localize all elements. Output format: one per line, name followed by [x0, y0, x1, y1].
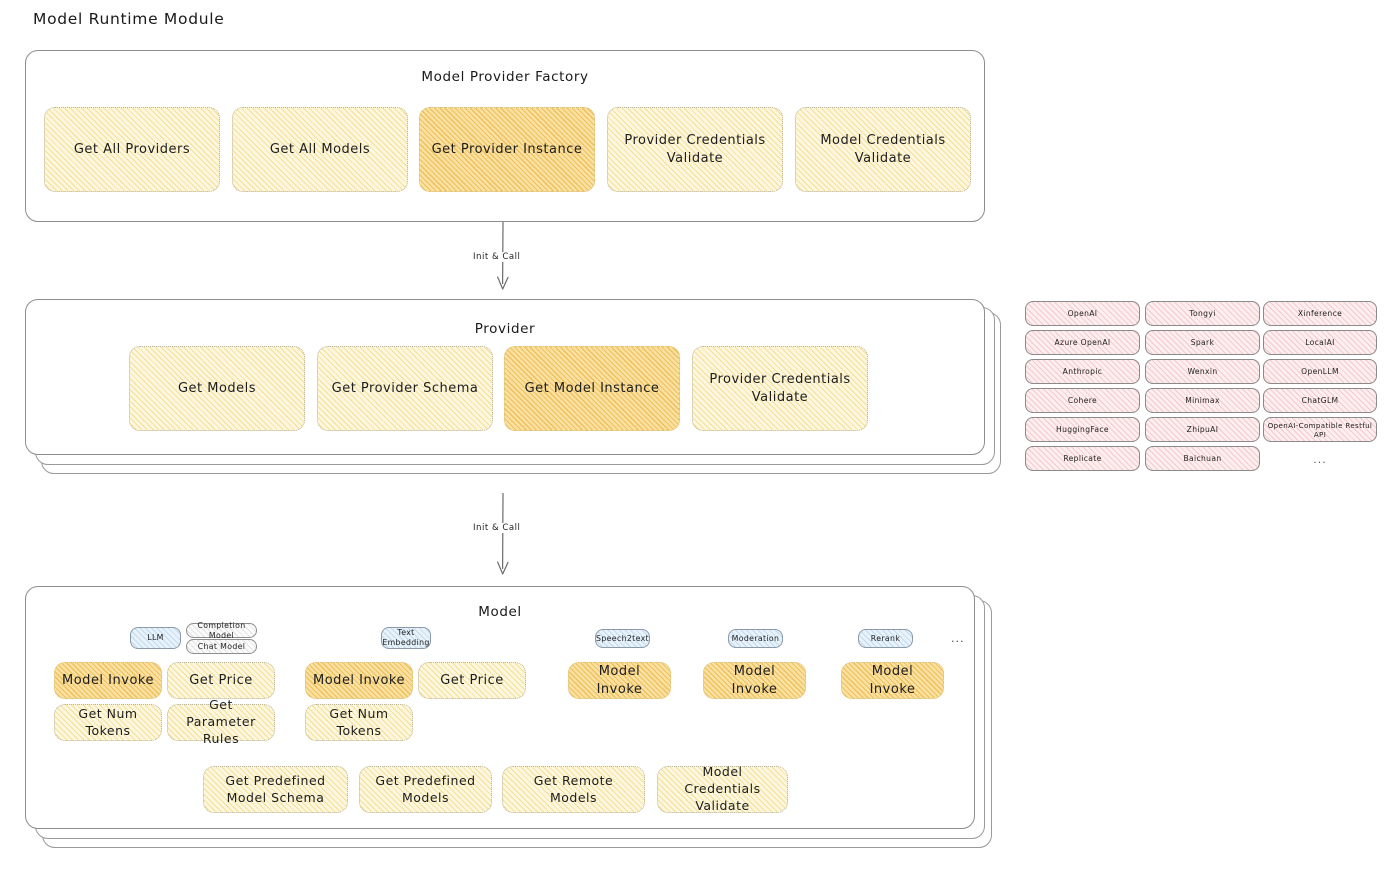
model-common-get-remote-models[interactable]: Get Remote Models — [502, 766, 645, 813]
text-embedding-method-model-invoke[interactable]: Model Invoke — [305, 662, 413, 699]
provider-pill-anthropic[interactable]: Anthropic — [1025, 359, 1140, 384]
provider-pill-openllm[interactable]: OpenLLM — [1263, 359, 1377, 384]
provider-list-more: ... — [1313, 453, 1327, 466]
llm-method-get-num-tokens[interactable]: Get Num Tokens — [54, 704, 162, 741]
arrow-label-init-and-call-2: Init & Call — [470, 523, 524, 533]
provider-pill-minimax[interactable]: Minimax — [1145, 388, 1260, 413]
provider-pill-zhipuai[interactable]: ZhipuAI — [1145, 417, 1260, 442]
text-embedding-method-get-price[interactable]: Get Price — [418, 662, 526, 699]
model-type-badge-moderation[interactable]: Moderation — [728, 629, 783, 648]
provider-pill-openai-compatible-restful-api[interactable]: OpenAI-Compatible Restful API — [1263, 417, 1377, 442]
moderation-method-model-invoke[interactable]: Model Invoke — [703, 662, 806, 699]
provider-pill-huggingface[interactable]: HuggingFace — [1025, 417, 1140, 442]
model-common-model-credentials-validate[interactable]: Model Credentials Validate — [657, 764, 788, 813]
model-common-get-predefined-models[interactable]: Get Predefined Models — [359, 766, 492, 813]
factory-card-provider-credentials-validate[interactable]: Provider Credentials Validate — [607, 107, 783, 192]
model-title: Model — [478, 604, 522, 620]
provider-pill-baichuan[interactable]: Baichuan — [1145, 446, 1260, 471]
provider-pill-openai[interactable]: OpenAI — [1025, 301, 1140, 326]
provider-pill-spark[interactable]: Spark — [1145, 330, 1260, 355]
provider-pill-wenxin[interactable]: Wenxin — [1145, 359, 1260, 384]
factory-card-get-all-models[interactable]: Get All Models — [232, 107, 408, 192]
model-types-more: ... — [951, 632, 965, 645]
provider-pill-cohere[interactable]: Cohere — [1025, 388, 1140, 413]
provider-pill-tongyi[interactable]: Tongyi — [1145, 301, 1260, 326]
model-type-badge-text-embedding[interactable]: Text Embedding — [381, 627, 431, 649]
rerank-method-model-invoke[interactable]: Model Invoke — [841, 662, 944, 699]
provider-pill-xinference[interactable]: Xinference — [1263, 301, 1377, 326]
provider-card-get-provider-schema[interactable]: Get Provider Schema — [317, 346, 493, 431]
provider-pill-localai[interactable]: LocalAI — [1263, 330, 1377, 355]
text-embedding-method-get-num-tokens[interactable]: Get Num Tokens — [305, 704, 413, 741]
provider-pill-azure-openai[interactable]: Azure OpenAI — [1025, 330, 1140, 355]
model-provider-factory-title: Model Provider Factory — [421, 69, 589, 85]
llm-method-model-invoke[interactable]: Model Invoke — [54, 662, 162, 699]
model-common-get-predefined-model-schema[interactable]: Get Predefined Model Schema — [203, 766, 348, 813]
speech2text-method-model-invoke[interactable]: Model Invoke — [568, 662, 671, 699]
arrow-label-init-and-call-1: Init & Call — [470, 252, 524, 262]
provider-card-get-model-instance[interactable]: Get Model Instance — [504, 346, 680, 431]
factory-card-model-credentials-validate[interactable]: Model Credentials Validate — [795, 107, 971, 192]
factory-card-get-all-providers[interactable]: Get All Providers — [44, 107, 220, 192]
provider-title: Provider — [474, 321, 536, 337]
model-type-subbadge-chat-model[interactable]: Chat Model — [186, 639, 257, 654]
llm-method-get-parameter-rules[interactable]: Get Parameter Rules — [167, 697, 275, 746]
provider-pill-replicate[interactable]: Replicate — [1025, 446, 1140, 471]
arrow-provider-to-model — [497, 493, 509, 575]
model-type-badge-rerank[interactable]: Rerank — [858, 629, 913, 648]
model-type-badge-llm[interactable]: LLM — [130, 627, 181, 649]
llm-method-get-price[interactable]: Get Price — [167, 662, 275, 699]
model-panel — [25, 586, 975, 829]
model-type-subbadge-completion-model[interactable]: Completion Model — [186, 621, 257, 640]
provider-card-get-models[interactable]: Get Models — [129, 346, 305, 431]
factory-card-get-provider-instance[interactable]: Get Provider Instance — [419, 107, 595, 192]
page-title: Model Runtime Module — [33, 10, 225, 28]
model-type-badge-speech2text[interactable]: Speech2text — [595, 629, 650, 648]
provider-card-provider-credentials-validate[interactable]: Provider Credentials Validate — [692, 346, 868, 431]
provider-pill-chatglm[interactable]: ChatGLM — [1263, 388, 1377, 413]
